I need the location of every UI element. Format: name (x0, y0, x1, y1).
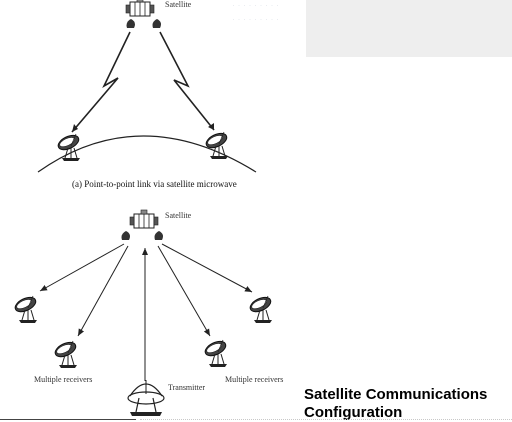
receivers-right-label: Multiple receivers (225, 375, 284, 384)
gray-panel (306, 0, 512, 57)
satellite-b (121, 209, 163, 240)
figure-a-caption: (a) Point-to-point link via satellite mi… (72, 179, 237, 189)
link-left (71, 31, 131, 133)
receiver-far-right (247, 293, 274, 324)
arrow-to-right-receiver (157, 245, 211, 337)
arrow-to-far-left (39, 243, 125, 292)
satellite-label-b: Satellite (165, 211, 192, 220)
satellite-a (125, 0, 161, 28)
diagram-drawing (12, 0, 274, 416)
arrow-to-far-right (161, 243, 253, 293)
receiver-left (52, 338, 79, 369)
receiver-right (202, 337, 229, 368)
satellite-diagram: Satellite Satellite (a) Point-to-point l… (12, 0, 284, 416)
slide-title: Satellite Communications Configuration (304, 386, 487, 422)
slide-title-line2: Configuration (304, 404, 403, 421)
link-right (159, 31, 215, 131)
receiver-far-left (12, 293, 39, 324)
footer-rule (0, 419, 136, 420)
transmitter-label: Transmitter (168, 383, 206, 392)
satellite-label-a: Satellite (165, 0, 192, 9)
transmitter-dish (127, 380, 165, 416)
faint-background-text: · · · · · · · · · (232, 14, 279, 24)
footer-dotted-rule (140, 419, 512, 420)
arrow-to-left-receiver (77, 245, 129, 337)
receivers-left-label: Multiple receivers (34, 375, 93, 384)
slide-title-line1: Satellite Communications (304, 386, 488, 403)
ground-station-left (55, 131, 82, 162)
faint-background-text: · · · · · · · · · (232, 0, 279, 10)
